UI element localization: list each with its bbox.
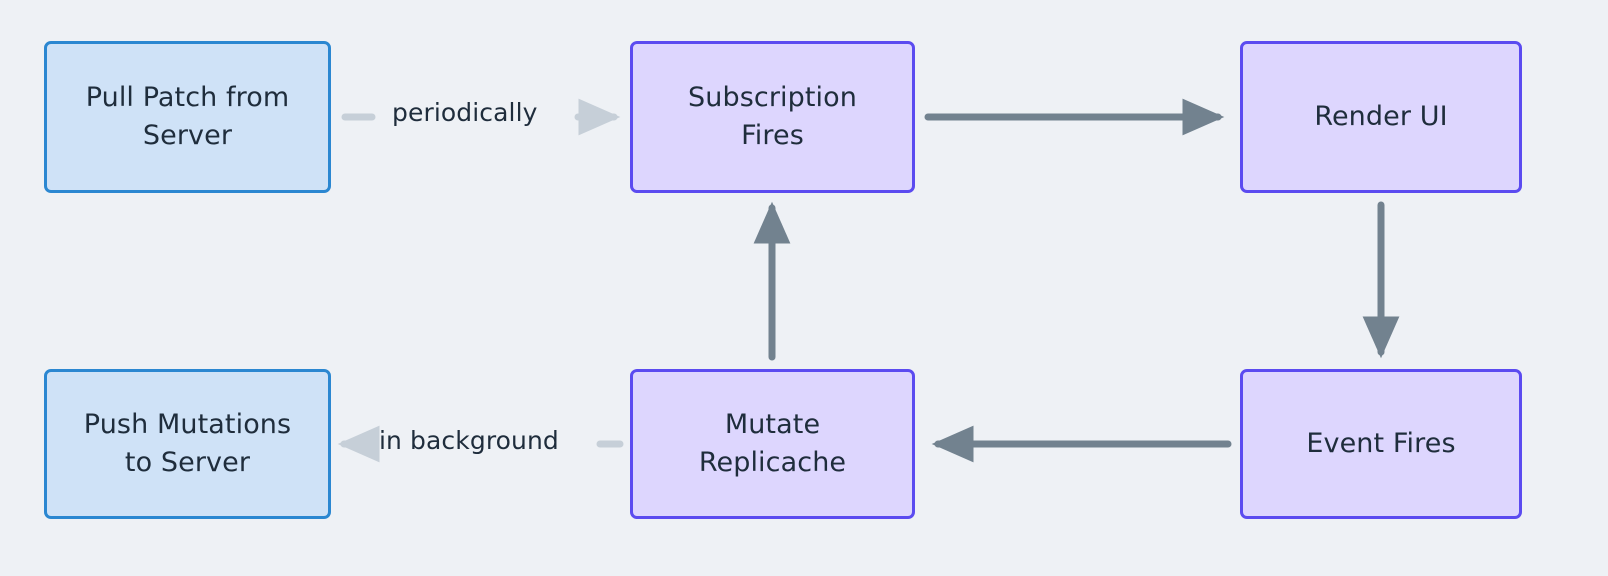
edge-label-in-background: in background [379, 426, 559, 455]
node-mutate-replicache[interactable]: Mutate Replicache [630, 369, 915, 519]
node-event-fires[interactable]: Event Fires [1240, 369, 1522, 519]
node-label: Push Mutations to Server [83, 408, 292, 478]
edge-label-periodically: periodically [392, 98, 538, 127]
node-subscription-fires[interactable]: Subscription Fires [630, 41, 915, 193]
node-label: Pull Patch from Server [85, 81, 290, 151]
node-push-mutations-to-server[interactable]: Push Mutations to Server [44, 369, 331, 519]
node-label: Mutate Replicache [698, 408, 847, 478]
node-label: Event Fires [1306, 427, 1456, 459]
node-label: Render UI [1314, 100, 1448, 132]
node-pull-patch-from-server[interactable]: Pull Patch from Server [44, 41, 331, 193]
node-label: Subscription Fires [688, 81, 857, 151]
node-render-ui[interactable]: Render UI [1240, 41, 1522, 193]
